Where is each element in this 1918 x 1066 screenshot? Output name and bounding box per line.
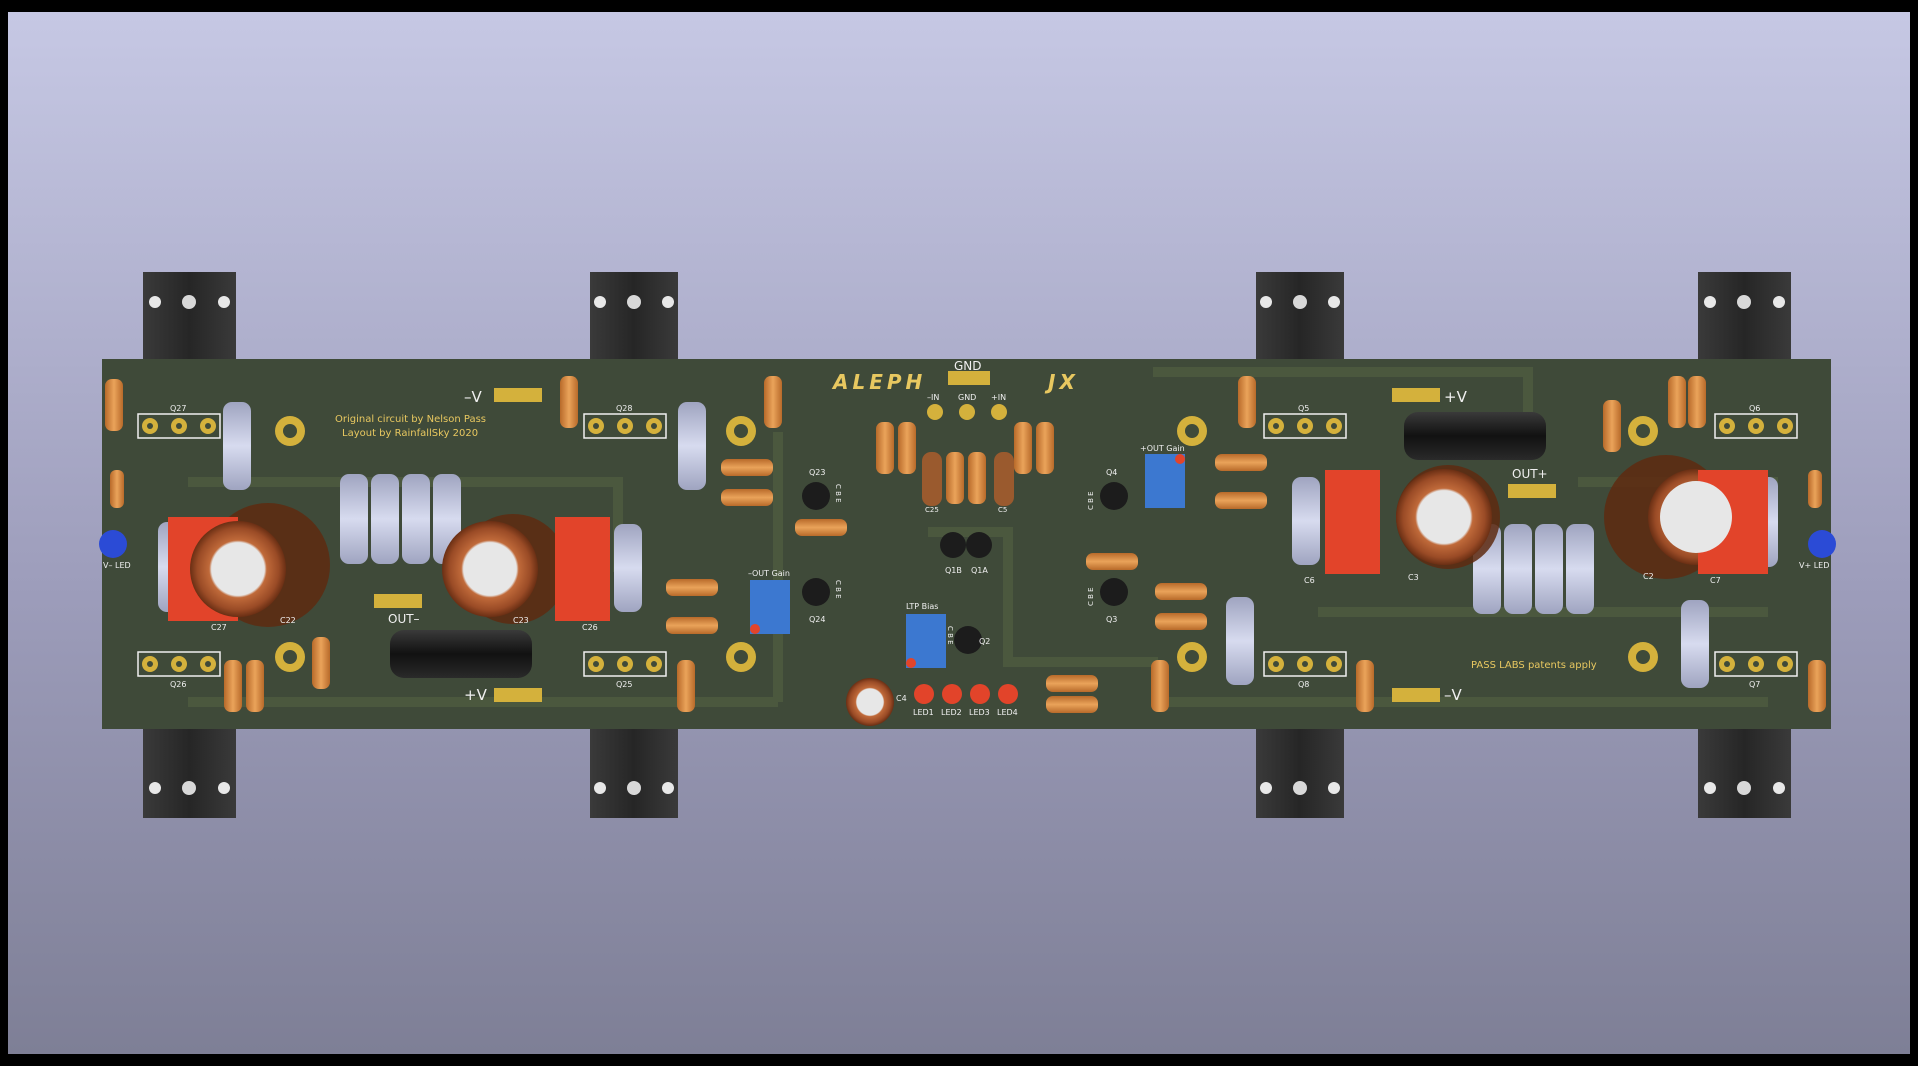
label-gnd-top: GND bbox=[954, 359, 982, 373]
power-transistor-heatsinks bbox=[143, 272, 1791, 818]
label-c27: C27 bbox=[211, 623, 227, 632]
label-pos-v-top: +V bbox=[1444, 388, 1468, 406]
label-q8: Q8 bbox=[1298, 680, 1309, 689]
label-c2: C2 bbox=[1643, 572, 1654, 581]
label-led3: LED3 bbox=[969, 708, 990, 717]
label-q27: Q27 bbox=[170, 404, 186, 413]
label-v-plus-led: V+ LED bbox=[1799, 561, 1829, 570]
label-c7: C7 bbox=[1710, 576, 1721, 585]
trimmer-potentiometers bbox=[750, 454, 1185, 668]
label-neg-v-top: –V bbox=[464, 388, 483, 406]
label-q7: Q7 bbox=[1749, 680, 1760, 689]
signal-resistors bbox=[105, 376, 1826, 713]
label-q1b: Q1B bbox=[945, 566, 962, 575]
label-q26: Q26 bbox=[170, 680, 186, 689]
credit-line-1: Original circuit by Nelson Pass bbox=[335, 414, 486, 425]
label-q5: Q5 bbox=[1298, 404, 1309, 413]
label-c22: C22 bbox=[280, 616, 296, 625]
logo-left: ALEPH bbox=[831, 370, 926, 394]
label-led1: LED1 bbox=[913, 708, 934, 717]
label-neg-v-bottom: –V bbox=[1444, 686, 1463, 704]
cbe-q2: C B E bbox=[946, 626, 954, 645]
label-pos-v-bottom: +V bbox=[464, 686, 488, 704]
3d-viewer-viewport[interactable]: ALEPH JX Original circuit by Nelson Pass… bbox=[8, 12, 1910, 1054]
credit-line-2: Layout by RainfallSky 2020 bbox=[342, 428, 478, 439]
label-q3: Q3 bbox=[1106, 615, 1117, 624]
status-leds bbox=[99, 530, 1836, 704]
label-c23: C23 bbox=[513, 616, 529, 625]
label-q6: Q6 bbox=[1749, 404, 1760, 413]
cbe-q3: C B E bbox=[1087, 587, 1095, 606]
logo-right: JX bbox=[1044, 370, 1079, 394]
label-c25: C25 bbox=[925, 506, 939, 514]
pcb-3d-render: ALEPH JX Original circuit by Nelson Pass… bbox=[99, 272, 1836, 818]
label-q2: Q2 bbox=[979, 637, 990, 646]
label-q28: Q28 bbox=[616, 404, 632, 413]
cbe-q23: C B E bbox=[834, 484, 842, 503]
label-q4: Q4 bbox=[1106, 468, 1117, 477]
label-led4: LED4 bbox=[997, 708, 1018, 717]
film-capacitors bbox=[390, 412, 1546, 678]
label-c3: C3 bbox=[1408, 573, 1419, 582]
label-q1a: Q1A bbox=[971, 566, 988, 575]
label-q23: Q23 bbox=[809, 468, 825, 477]
label-pos-out-gain: +OUT Gain bbox=[1140, 444, 1185, 453]
label-out-plus: OUT+ bbox=[1512, 467, 1548, 481]
label-v-minus-led: V– LED bbox=[103, 561, 131, 570]
electrolytic-capacitors bbox=[168, 455, 1768, 726]
label-led2: LED2 bbox=[941, 708, 962, 717]
transistor-pad-rows bbox=[137, 413, 1798, 677]
small-transistors bbox=[802, 482, 1128, 654]
label-c4: C4 bbox=[896, 694, 907, 703]
label-ltp-bias: LTP Bias bbox=[906, 602, 938, 611]
label-c5: C5 bbox=[998, 506, 1007, 514]
wire-headers bbox=[374, 371, 1556, 702]
cbe-q4: C B E bbox=[1087, 491, 1095, 510]
label-c26: C26 bbox=[582, 623, 598, 632]
patent-note: PASS LABS patents apply bbox=[1471, 660, 1597, 671]
label-q24: Q24 bbox=[809, 615, 825, 624]
label-in-gnd: GND bbox=[958, 393, 976, 402]
label-out-minus: OUT– bbox=[388, 612, 420, 626]
label-minus-in: –IN bbox=[927, 393, 939, 402]
silkscreen-labels: ALEPH JX Original circuit by Nelson Pass… bbox=[103, 359, 1829, 717]
label-plus-in: +IN bbox=[991, 393, 1006, 402]
label-c6: C6 bbox=[1304, 576, 1315, 585]
label-neg-out-gain: –OUT Gain bbox=[748, 569, 790, 578]
cbe-q24: C B E bbox=[834, 580, 842, 599]
label-q25: Q25 bbox=[616, 680, 632, 689]
